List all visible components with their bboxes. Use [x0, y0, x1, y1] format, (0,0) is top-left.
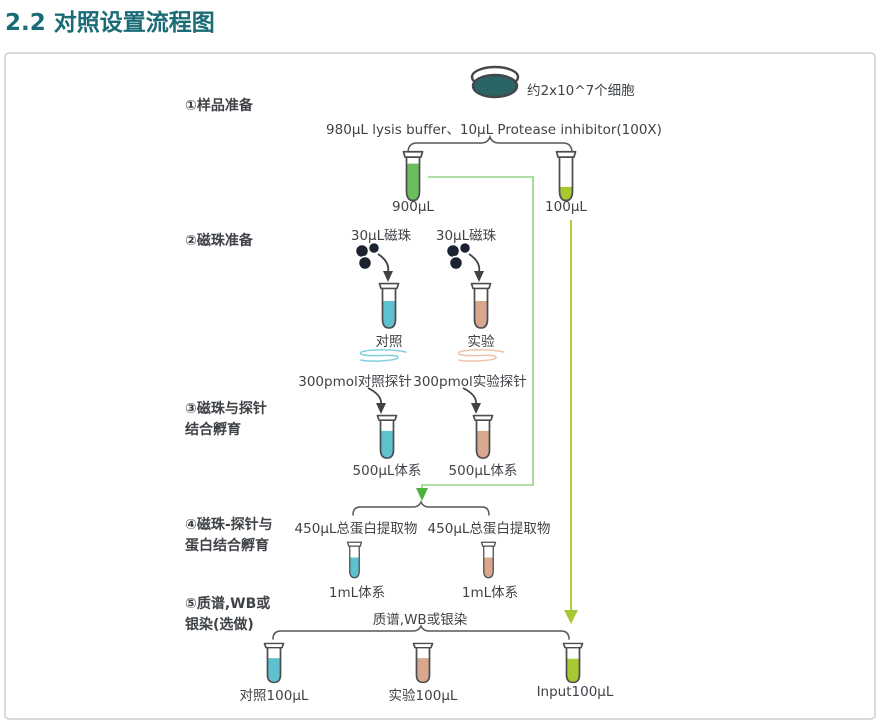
- step-label-5: ⑤质谱,WB或银染(选做): [185, 594, 270, 636]
- tube-final-experiment: [410, 642, 436, 686]
- tube-experiment-beads: [468, 282, 494, 332]
- step-label-1: ①样品准备: [185, 96, 253, 117]
- connector-input-arrowhead: [564, 610, 578, 624]
- tube-control-1ml: [345, 541, 364, 581]
- connector-green-arrowhead: [416, 488, 428, 501]
- cell-count-label: 约2x10^7个细胞: [527, 83, 635, 99]
- step-4-line1: ④磁珠-探针与: [185, 517, 273, 533]
- page-title: 2.2 对照设置流程图: [5, 10, 215, 36]
- step-4-line2: 蛋白结合孵育: [185, 538, 269, 554]
- beads-30ul-label-left: 30μL磁珠: [350, 228, 412, 244]
- magnetic-beads-icon-left: [354, 241, 393, 282]
- final-input-label: Input100μL: [536, 684, 614, 700]
- probe-control-label: 300pmol对照探针: [298, 374, 412, 390]
- tube-control-beads: [376, 282, 402, 332]
- volume-900-label: 900μL: [392, 199, 434, 215]
- split-brace-protein: [352, 499, 490, 516]
- system-1ml-label-right: 1mL体系: [461, 585, 519, 601]
- lysis-buffer-label: 980μL lysis buffer、10μL Protease inhibit…: [326, 122, 662, 138]
- step-label-4: ④磁珠-探针与蛋白结合孵育: [185, 515, 273, 557]
- system-500-label-right: 500μL体系: [448, 463, 518, 479]
- step-1-text: ①样品准备: [185, 98, 253, 114]
- connector-lysate-green: [421, 176, 534, 488]
- flowchart-panel: [4, 52, 876, 720]
- probe-experiment-label: 300pmol实验探针: [413, 374, 527, 390]
- vortex-squiggle-control-icon: [359, 349, 407, 362]
- protein-label-right: 450μL总蛋白提取物: [427, 521, 551, 537]
- step-5-line2: 银染(选做): [185, 617, 254, 633]
- experiment-label: 实验: [467, 334, 495, 350]
- step-label-2: ②磁珠准备: [185, 231, 253, 252]
- magnetic-beads-icon-right: [445, 241, 484, 282]
- tube-100ul: [553, 150, 579, 205]
- final-experiment-label: 实验100μL: [388, 688, 458, 704]
- system-1ml-label-left: 1mL体系: [328, 585, 386, 601]
- tube-experiment-1ml: [479, 541, 498, 581]
- step-3-line2: 结合孵育: [185, 422, 241, 438]
- final-control-label: 对照100μL: [239, 688, 309, 704]
- step-2-text: ②磁珠准备: [185, 233, 253, 249]
- system-500-label-left: 500μL体系: [352, 463, 422, 479]
- step-label-3: ③磁珠与探针结合孵育: [185, 399, 267, 441]
- step-3-line1: ③磁珠与探针: [185, 401, 267, 417]
- tube-control-500ul: [374, 414, 400, 462]
- split-brace-bottom: [272, 623, 570, 640]
- tube-final-input: [560, 642, 586, 686]
- tube-final-control: [261, 642, 287, 686]
- ms-wb-label: 质谱,WB或银染: [372, 612, 468, 628]
- split-brace-top: [407, 134, 573, 154]
- connector-lines: [416, 176, 578, 624]
- tube-900ul: [400, 150, 426, 205]
- probe-arrow-control: [367, 387, 386, 414]
- petri-dish-icon: [470, 65, 520, 99]
- probe-arrow-experiment: [462, 387, 481, 414]
- tube-experiment-500ul: [470, 414, 496, 462]
- beads-30ul-label-right: 30μL磁珠: [435, 228, 497, 244]
- control-label: 对照: [375, 334, 403, 350]
- vortex-squiggle-experiment-icon: [457, 349, 505, 362]
- step-5-line1: ⑤质谱,WB或: [185, 596, 271, 612]
- volume-100-label: 100μL: [545, 199, 587, 215]
- protein-label-left: 450μL总蛋白提取物: [294, 521, 418, 537]
